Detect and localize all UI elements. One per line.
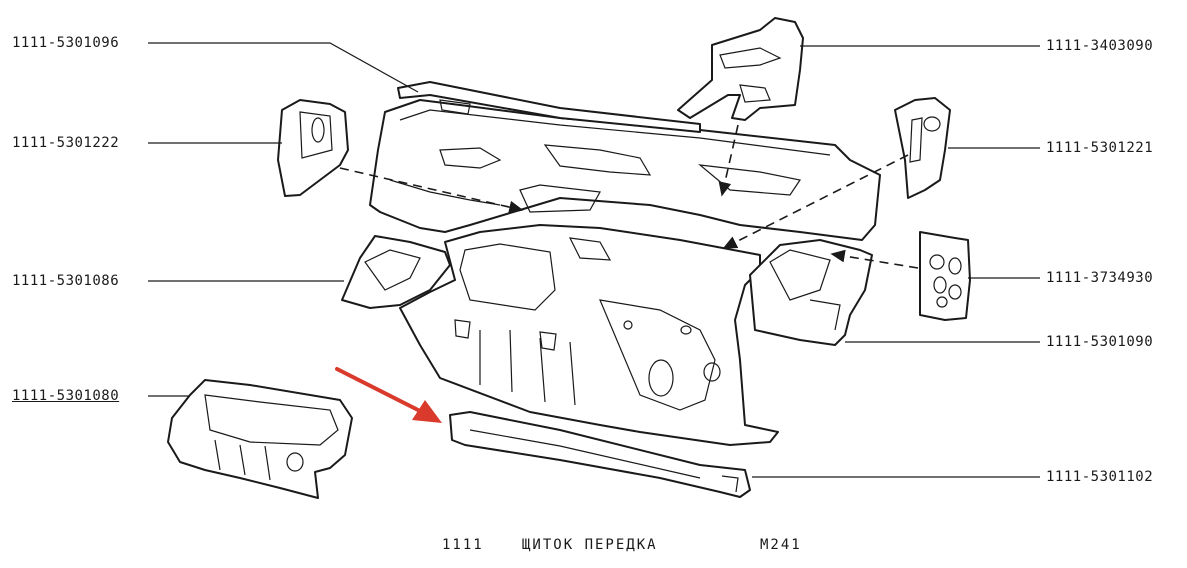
main-dash-panel	[399, 224, 779, 446]
assembly-arrow-steering-bracket	[718, 124, 739, 197]
part-label-5301090: 1111-5301090	[1046, 334, 1154, 350]
part-label-3734930: 1111-3734930	[1046, 270, 1154, 286]
steering-bracket-part	[677, 17, 804, 121]
top-strip-part	[397, 81, 701, 133]
part-label-3403090: 1111-3403090	[1046, 38, 1154, 54]
assembly-arrow-right-bracket	[722, 154, 909, 249]
part-label-5301086: 1111-5301086	[12, 273, 120, 289]
part-label-5301096: 1111-5301096	[12, 35, 120, 51]
footer-title: ЩИТОК ПЕРЕДКА	[522, 537, 658, 553]
left-lower-panel-part	[341, 235, 451, 309]
left-bracket-part	[277, 99, 349, 197]
right-lower-panel-part	[749, 239, 873, 346]
right-upper-bracket-part	[894, 97, 951, 199]
assembly-arrow-left-bracket	[339, 167, 524, 214]
footer-code: М241	[760, 537, 802, 553]
lower-reinforcement-part	[449, 411, 751, 498]
upper-dash-panel	[369, 99, 881, 241]
part-label-5301102: 1111-5301102	[1046, 469, 1154, 485]
part-label-5301222: 1111-5301222	[12, 135, 120, 151]
part-label-5301221: 1111-5301221	[1046, 140, 1154, 156]
full-assembly-part	[167, 379, 353, 499]
footer-model: 1111	[442, 537, 484, 553]
part-label-5301080: 1111-5301080	[12, 388, 120, 404]
relay-plate-part	[919, 231, 971, 321]
highlight-arrow	[335, 367, 442, 423]
leader-5301096	[148, 42, 419, 93]
